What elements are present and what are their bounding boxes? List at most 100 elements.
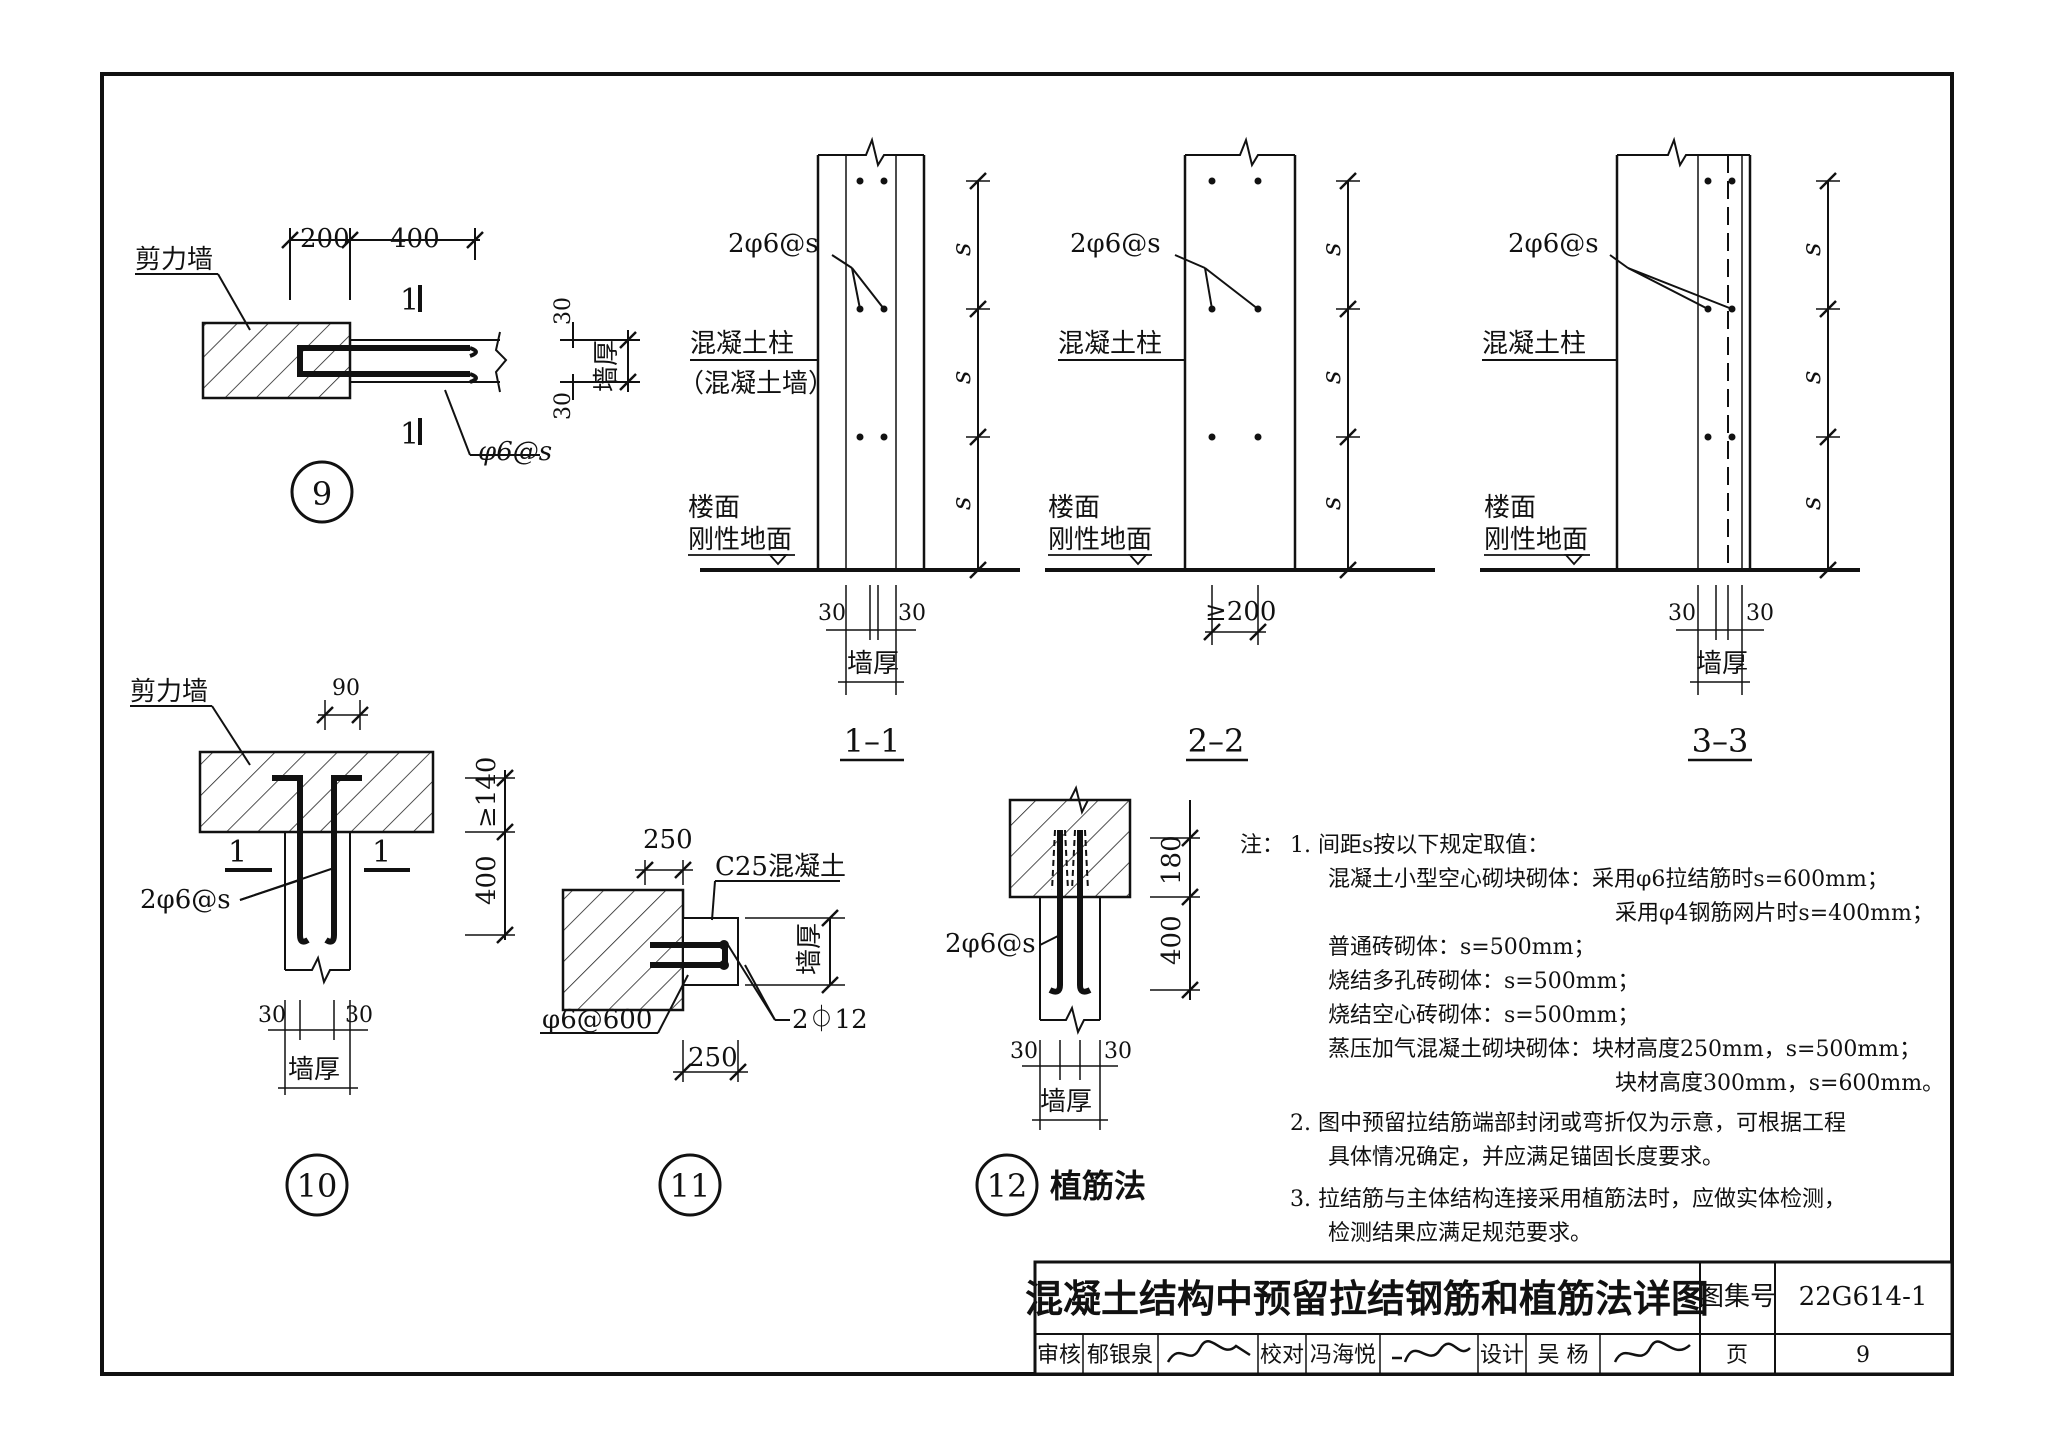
tie-bar-right — [324, 775, 362, 945]
designer-name: 吴 杨 — [1538, 1343, 1589, 1368]
dim-400-12: 400 — [1157, 915, 1187, 965]
dim-250-bottom: 250 — [688, 1043, 738, 1073]
note-1d: 烧结多孔砖砌体：s=500mm； — [1328, 969, 1639, 994]
dim-400-10: 400 — [472, 855, 502, 905]
page-number: 9 — [1856, 1343, 1870, 1368]
dim-30-12b: 30 — [1104, 1039, 1132, 1064]
shear-wall-block — [198, 750, 435, 834]
detail-9: 200 400 剪力墙 1 1 φ6@s 30 30 墙厚 9 — [135, 224, 640, 524]
detail-11: 250 C25混凝土 墙厚 2⏀12 φ6@600 250 11 — [540, 825, 868, 1217]
atlas-no-label: 图集号 — [1698, 1282, 1776, 1312]
section-mark-top: 1 — [400, 283, 419, 318]
tie-bar — [297, 345, 470, 377]
floor-label-2: 楼面 — [1048, 493, 1100, 523]
note-1: 1. 间距s按以下规定取值： — [1290, 833, 1549, 858]
conc-column-label-3: 混凝土柱 — [1482, 329, 1586, 359]
reviewer-name: 郁银泉 — [1087, 1343, 1153, 1368]
note-1g: 块材高度300mm，s=600mm。 — [1615, 1071, 1944, 1096]
floor-label-3: 楼面 — [1484, 493, 1536, 523]
spacing-s-1a: s — [947, 243, 977, 256]
dim-min-140: ≥140 — [472, 757, 502, 828]
dim-30-1b: 30 — [898, 601, 926, 626]
wall-thickness-10: 墙厚 — [288, 1055, 340, 1085]
section-2-2: 2φ6@s 混凝土柱 楼面 刚性地面 s s s ≥200 2–2 — [1045, 136, 1435, 762]
spacing-s-1b: s — [947, 371, 977, 384]
wall-thickness-12: 墙厚 — [1040, 1087, 1092, 1117]
spacing-s-2b: s — [1317, 371, 1347, 384]
rigid-ground-label-1: 刚性地面 — [688, 525, 792, 555]
spacing-s-2c: s — [1317, 497, 1347, 510]
dim-30-1a: 30 — [818, 601, 846, 626]
note-prefix: 注： — [1240, 833, 1284, 858]
detail-9-marker — [290, 460, 354, 524]
notes: 注： 1. 间距s按以下规定取值： 混凝土小型空心砌块砌体：采用φ6拉结筋时s=… — [1240, 833, 1944, 1246]
dim-30-10b: 30 — [345, 1003, 373, 1028]
rigid-ground-label-2: 刚性地面 — [1048, 525, 1152, 555]
detail-9-number: 9 — [312, 475, 332, 513]
sheet-border — [100, 72, 1954, 1376]
dim-30-10a: 30 — [258, 1003, 286, 1028]
note-1f: 蒸压加气混凝土砌块砌体：块材高度250mm，s=500mm； — [1328, 1037, 1921, 1062]
rebar-2phi12-label: 2⏀12 — [792, 1004, 868, 1035]
tie-bar-left — [272, 775, 310, 945]
title-block: 混凝土结构中预留拉结钢筋和植筋法详图 图集号 22G614-1 审核 郁银泉 校… — [1025, 1260, 1954, 1376]
wall-thickness-11: 墙厚 — [795, 923, 825, 975]
dim-400: 400 — [390, 224, 440, 254]
rebar-label-12: 2φ6@s — [945, 929, 1036, 959]
detail-12-marker — [975, 1153, 1039, 1217]
dim-250-top: 250 — [643, 825, 693, 855]
section-title-3-3: 3–3 — [1692, 722, 1749, 760]
section-1-1: 2φ6@s 混凝土柱 （混凝土墙） 楼面 刚性地面 s s s 30 30 墙厚… — [678, 136, 1020, 762]
dim-wall-thickness: 墙厚 — [592, 340, 622, 392]
dim-200: 200 — [300, 224, 350, 254]
drawing-title: 混凝土结构中预留拉结钢筋和植筋法详图 — [1025, 1277, 1709, 1321]
review-label: 审核 — [1037, 1343, 1081, 1368]
floor-label-1: 楼面 — [688, 493, 740, 523]
planted-bar-left — [1048, 830, 1063, 995]
rebar-label-1: 2φ6@s — [728, 229, 819, 259]
detail-11-number: 11 — [670, 1167, 711, 1205]
dim-min-200: ≥200 — [1205, 597, 1276, 627]
check-label: 校对 — [1260, 1343, 1304, 1368]
note-1c: 普通砖砌体：s=500mm； — [1328, 935, 1595, 960]
tie-bar-11 — [650, 942, 728, 968]
spacing-s-1c: s — [947, 497, 977, 510]
concrete-block-12 — [1008, 798, 1132, 899]
tie-phi6-600-label: φ6@600 — [542, 1005, 652, 1035]
page-label: 页 — [1726, 1343, 1748, 1368]
tie-bar-label: φ6@s — [478, 437, 552, 467]
detail-12-name: 植筋法 — [1050, 1167, 1146, 1205]
detail-10: 剪力墙 90 1 1 2φ6@s ≥140 400 30 30 墙厚 — [130, 676, 515, 1217]
sec-mark-10-right: 1 — [372, 835, 391, 870]
section-mark-bottom: 1 — [400, 417, 419, 452]
concrete-column-block — [561, 888, 685, 1012]
planted-bar-right — [1077, 830, 1092, 995]
detail-10-marker — [285, 1153, 349, 1217]
note-3b: 检测结果应满足规范要求。 — [1328, 1221, 1592, 1246]
conc-column-label-1: 混凝土柱 — [690, 329, 794, 359]
spacing-s-3c: s — [1797, 497, 1827, 510]
design-label: 设计 — [1480, 1343, 1524, 1368]
dim-180: 180 — [1157, 835, 1187, 885]
conc-wall-label: （混凝土墙） — [678, 369, 834, 399]
shear-wall-label-10: 剪力墙 — [130, 677, 208, 707]
checker-name: 冯海悦 — [1310, 1343, 1376, 1368]
detail-12-number: 12 — [987, 1167, 1028, 1205]
detail-10-number: 10 — [297, 1167, 338, 1205]
designer-signature — [1613, 1340, 1691, 1363]
rigid-ground-label-3: 刚性地面 — [1484, 525, 1588, 555]
section-title-1-1: 1–1 — [844, 722, 901, 760]
rebar-label-10: 2φ6@s — [140, 885, 231, 915]
reviewer-signature — [1166, 1340, 1251, 1363]
note-1e: 烧结空心砖砌体：s=500mm； — [1328, 1003, 1639, 1028]
note-2a: 2. 图中预留拉结筋端部封闭或弯折仅为示意，可根据工程 — [1290, 1111, 1846, 1136]
detail-11-marker — [658, 1153, 722, 1217]
note-1b: 采用φ4钢筋网片时s=400mm； — [1615, 901, 1934, 926]
rebar-label-3: 2φ6@s — [1508, 229, 1599, 259]
dim-30-bottom: 30 — [551, 392, 576, 420]
note-1a: 混凝土小型空心砌块砌体：采用φ6拉结筋时s=600mm； — [1328, 867, 1889, 892]
note-3a: 3. 拉结筋与主体结构连接采用植筋法时，应做实体检测， — [1290, 1187, 1846, 1212]
conc-column-label-2: 混凝土柱 — [1058, 329, 1162, 359]
dim-30-3a: 30 — [1668, 601, 1696, 626]
